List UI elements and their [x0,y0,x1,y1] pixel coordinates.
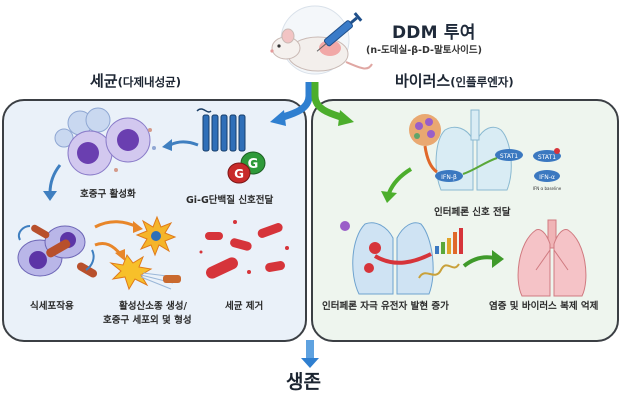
interferon-signaling-icon: IFN-β STAT1 STAT1 IFN-α IFN α baseline [409,109,562,191]
ddm-subtitle: (n-도데실-β-D-말토사이드) [366,45,483,56]
gpcr-g-protein-icon: G G [196,108,266,184]
bacteria-title-sub: (다제내성균) [117,75,182,89]
ddm-title: DDM 투여 [392,23,476,43]
ifn-beta-marker: IFN-β [441,174,457,181]
mouse-injection-icon [270,5,373,75]
virus-title-sub: (인플루엔자) [450,75,514,89]
dead-bacteria-icon [199,220,289,279]
label-gi-g-signaling: Gi-G단백질 신호전달 [186,195,274,206]
ifn-baseline-note: IFN α baseline [533,186,562,191]
virus-section-title: 바이러스(인플루엔자) [395,70,514,91]
arrow-neutrophil-to-phagocytosis [43,164,62,201]
arrow-gpcr-to-neutrophil [162,139,199,151]
neutrophil-icon [54,107,156,176]
stat1-marker-1: STAT1 [500,153,518,160]
survival-label: 생존 [286,371,321,393]
stat1-marker-2: STAT1 [538,154,556,161]
ros-net-icon [94,215,181,291]
bacteria-panel [2,99,307,342]
arrow-isg-to-lung [462,250,504,268]
phagocytosis-icon [17,224,98,278]
survival-arrow-icon [301,340,319,368]
label-bacteria-cleared: 세균 제거 [225,301,264,312]
label-ros-line2: 호중구 세포외 덫 형성 [103,315,192,326]
bacteria-title-text: 세균 [90,72,118,90]
label-neutrophil-activation: 호중구 활성화 [80,189,136,200]
split-arrow-icon [270,82,354,126]
virus-title-text: 바이러스 [395,72,451,90]
ifn-alpha-marker: IFN-α [539,174,555,181]
isg-expression-icon [340,221,463,295]
label-phagocytosis: 식세포작용 [30,301,74,312]
label-ros-line1: 활성산소종 생성/ [119,301,187,312]
healthy-lung-icon [517,219,587,297]
arrow-ifn-to-isg [381,167,413,203]
g-letter-red: G [234,167,244,181]
bacteria-section-title: 세균(다제내성균) [90,70,181,91]
label-interferon-signaling: 인터페론 신호 전달 [434,207,511,218]
label-isg-expression: 인터페론 자극 유전자 발현 증가 [322,301,449,312]
g-letter-green: G [248,157,259,172]
label-lung-healthy: 염증 및 바이러스 복제 억제 [489,301,599,312]
